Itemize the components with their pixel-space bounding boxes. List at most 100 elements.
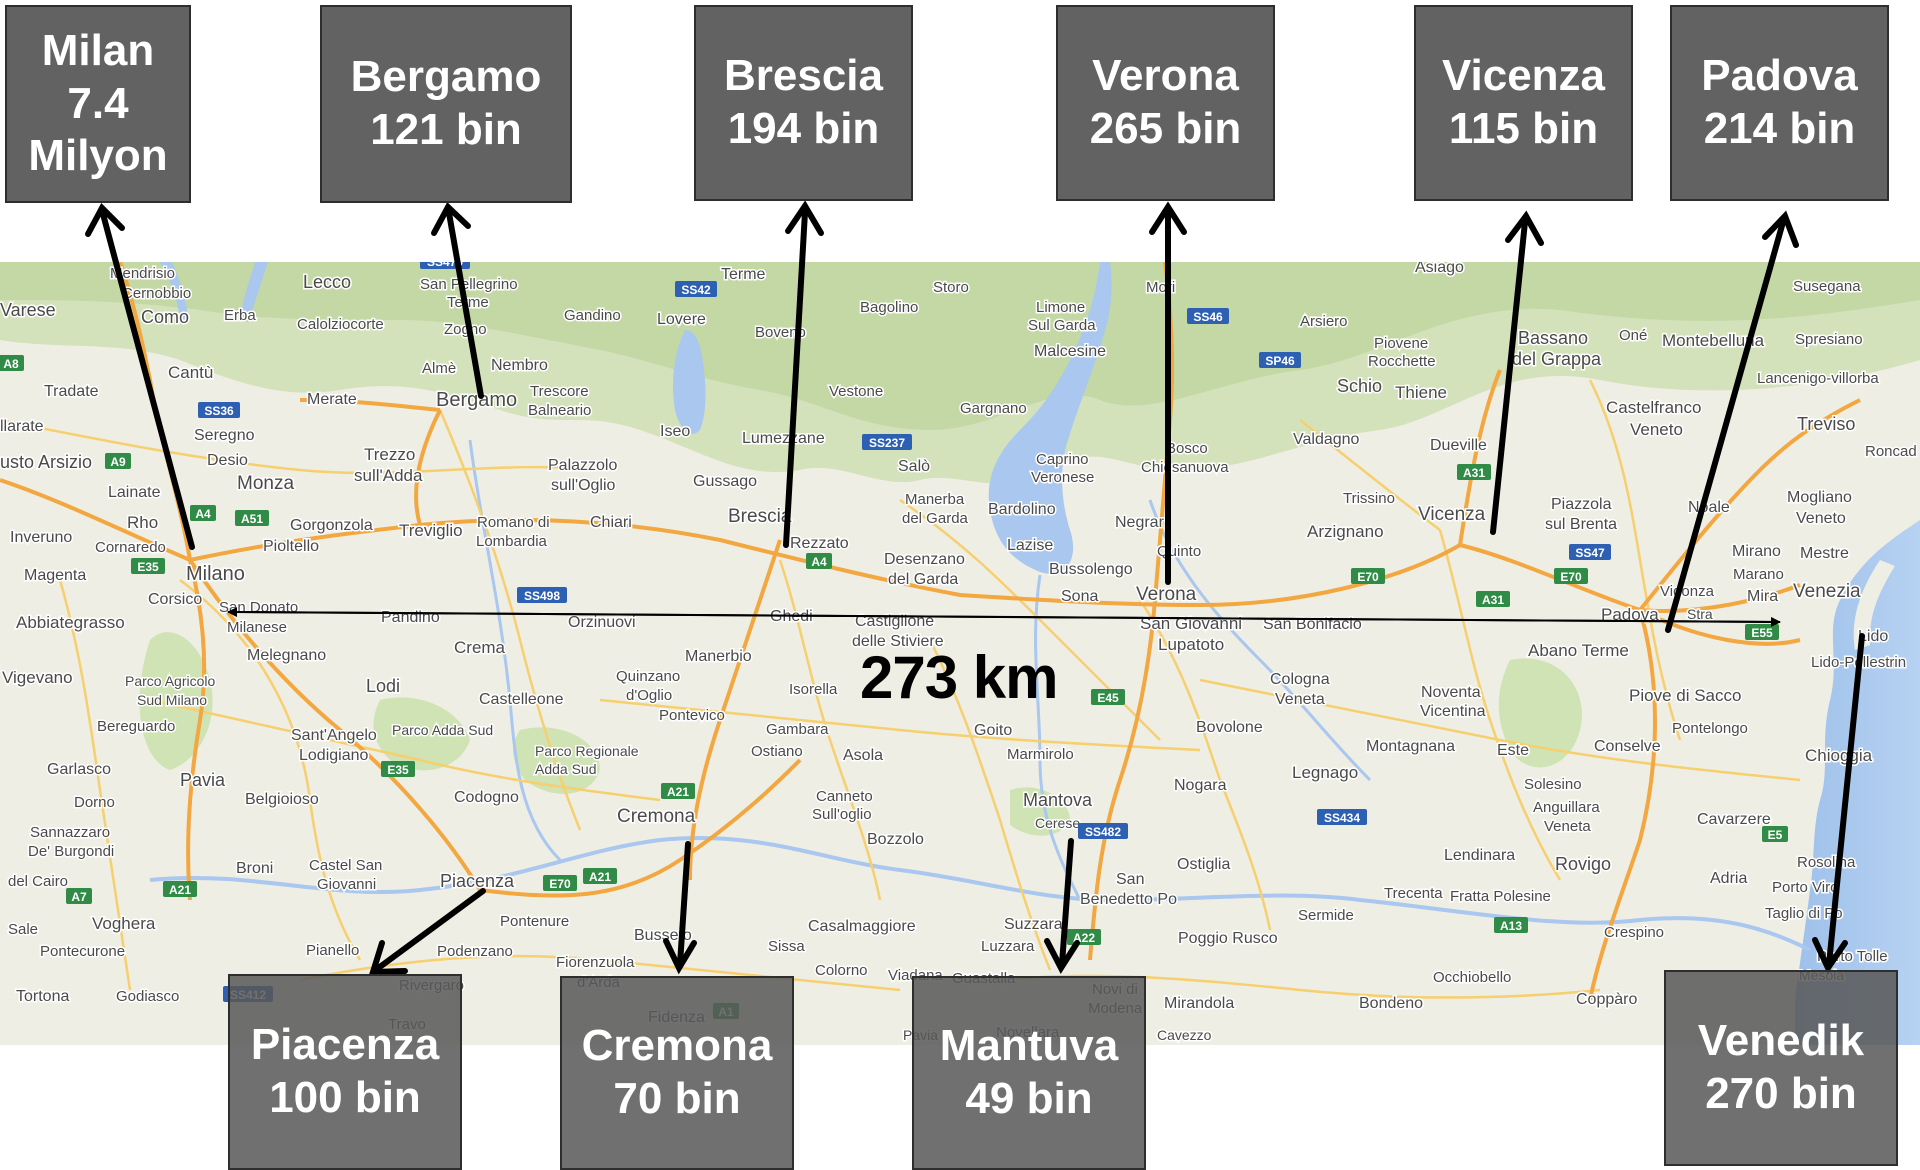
map-place-label: Lido: [1858, 628, 1888, 645]
map-place-label: Voghera: [92, 914, 156, 933]
map-place-label: Treviso: [1797, 414, 1855, 434]
map-place-label: Codogno: [454, 789, 519, 806]
map-place-label: Poggio Rusco: [1178, 930, 1278, 947]
map-place-label: Palazzolo: [548, 457, 617, 474]
map-place-label: Lodi: [366, 676, 400, 696]
distance-label: 273 km: [860, 644, 1058, 711]
road-shield-label: SS46: [1193, 310, 1223, 324]
road-shield: A9: [105, 453, 131, 469]
map-place-label: Mogliano: [1787, 489, 1852, 506]
road-shield-label: A31: [1482, 593, 1504, 607]
map-place-label: Noale: [1688, 499, 1730, 516]
road-shield: E70: [543, 875, 577, 891]
map-place-label: Spresiano: [1795, 331, 1863, 348]
road-shield: A7: [66, 888, 92, 904]
road-shield-bg: [661, 783, 695, 799]
adriatic-sea: [1795, 520, 1920, 1045]
city-population: 194 bin: [727, 104, 880, 153]
map-place-label: Gargnano: [960, 400, 1027, 417]
map-place-label: Rovigo: [1555, 854, 1611, 874]
map-place-label: Fiorenzuola: [556, 954, 635, 971]
map-base: [0, 261, 1920, 1045]
city-name: Vicenza: [1441, 51, 1606, 101]
map-place-label: Schio: [1337, 376, 1382, 396]
city-name: Milan: [41, 25, 155, 75]
city-name: Verona: [1092, 51, 1239, 101]
map-place-label: Storo: [933, 279, 969, 296]
map-place-label: Benedetto Po: [1080, 891, 1177, 908]
map-place-label: Piove di Sacco: [1629, 686, 1741, 705]
map-place-label: Sale: [8, 921, 38, 938]
map-place-label: Chiesanuova: [1141, 459, 1229, 476]
road-shield-label: E70: [549, 877, 571, 891]
map-place-label: Negrar: [1115, 514, 1165, 531]
map-place-label: Montagnana: [1366, 738, 1455, 755]
road-shield-bg: [235, 510, 269, 526]
city-name: Piacenza: [250, 1020, 440, 1070]
map-place-label: Castel San: [309, 857, 382, 874]
map-place-label: Desio: [207, 452, 248, 469]
map-place-label: Arzignano: [1307, 522, 1384, 541]
road-shield: E45: [1091, 689, 1125, 705]
road-shield-label: A21: [667, 785, 689, 799]
map-place-label: Lecco: [303, 272, 351, 292]
road-shield-bg: [517, 587, 567, 603]
map-place-label: Ostiano: [751, 743, 803, 760]
map-place-label: Goito: [974, 722, 1012, 739]
map-place-label: Veneta: [1544, 818, 1591, 835]
map-place-label: sull'Oglio: [551, 477, 616, 494]
map-place-label: Podenzano: [437, 943, 513, 960]
city-box-mantuva: Mantuva 49 bin: [912, 976, 1146, 1170]
city-box-bergamo: Bergamo 121 bin: [320, 5, 572, 203]
map-place-label: Limone: [1036, 299, 1085, 316]
road-shield: E35: [131, 558, 165, 574]
map-place-label: Veneto: [1796, 510, 1846, 527]
map-place-label: Ostiglia: [1177, 856, 1230, 873]
road-shield: E70: [1554, 568, 1588, 584]
map-place-label: Sissa: [768, 938, 805, 955]
road-shield-bg: [543, 875, 577, 891]
map-place-label: delle Stiviere: [852, 633, 944, 650]
map-place-label: Roncad: [1865, 443, 1917, 460]
road-shield-label: A4: [195, 507, 211, 521]
map-place-label: Adria: [1710, 870, 1747, 887]
arrow-bergamo: [431, 202, 484, 399]
map-place-label: Pontecurone: [40, 943, 125, 960]
map-place-label: Vicenza: [1418, 504, 1486, 525]
city-population: 70 bin: [613, 1074, 741, 1123]
map-place-label: De' Burgondi: [28, 843, 114, 860]
road-shield-label: SS47: [1575, 546, 1605, 560]
map-place-label: Trescore: [530, 383, 589, 400]
map-place-label: Cornaredo: [95, 539, 166, 556]
map-place-label: Asiago: [1415, 259, 1464, 276]
map-place-label: Veneto: [1630, 420, 1683, 439]
map-place-label: sull'Adda: [354, 466, 423, 485]
map-place-label: Rosolina: [1797, 854, 1856, 871]
city-box-piacenza: Piacenza 100 bin: [228, 974, 462, 1170]
map-place-label: Abbiategrasso: [16, 613, 125, 632]
road-shield-bg: [1494, 917, 1528, 933]
map-place-label: Oné: [1619, 327, 1647, 344]
road-shield: A13: [1494, 917, 1528, 933]
map-place-label: Marmirolo: [1007, 746, 1074, 763]
city-population-unit: Milyon: [28, 131, 168, 181]
map-place-label: Piovene: [1374, 335, 1428, 352]
map-place-label: Giovanni: [317, 876, 376, 893]
road-shield-label: A51: [241, 512, 263, 526]
map-place-label: Malcesine: [1034, 343, 1106, 360]
map-place-label: Piacenza: [440, 871, 515, 891]
road-shield-label: SS482: [1085, 825, 1121, 839]
map-place-label: Adda Sud: [535, 761, 597, 777]
arrow-venedik: [1812, 633, 1865, 975]
map-place-label: Pontenure: [500, 913, 569, 930]
map-place-label: Pontelongo: [1672, 720, 1748, 737]
city-population: 49 bin: [965, 1074, 1093, 1123]
map-place-label: Inveruno: [10, 529, 72, 546]
map-place-label: Cantù: [168, 363, 213, 382]
map-place-label: Vicentina: [1420, 703, 1486, 720]
road-shield-label: E55: [1751, 626, 1773, 640]
arrow-milan: [85, 203, 195, 550]
map-place-label: Piazzola: [1551, 496, 1612, 513]
road-shield-label: E70: [1560, 570, 1582, 584]
